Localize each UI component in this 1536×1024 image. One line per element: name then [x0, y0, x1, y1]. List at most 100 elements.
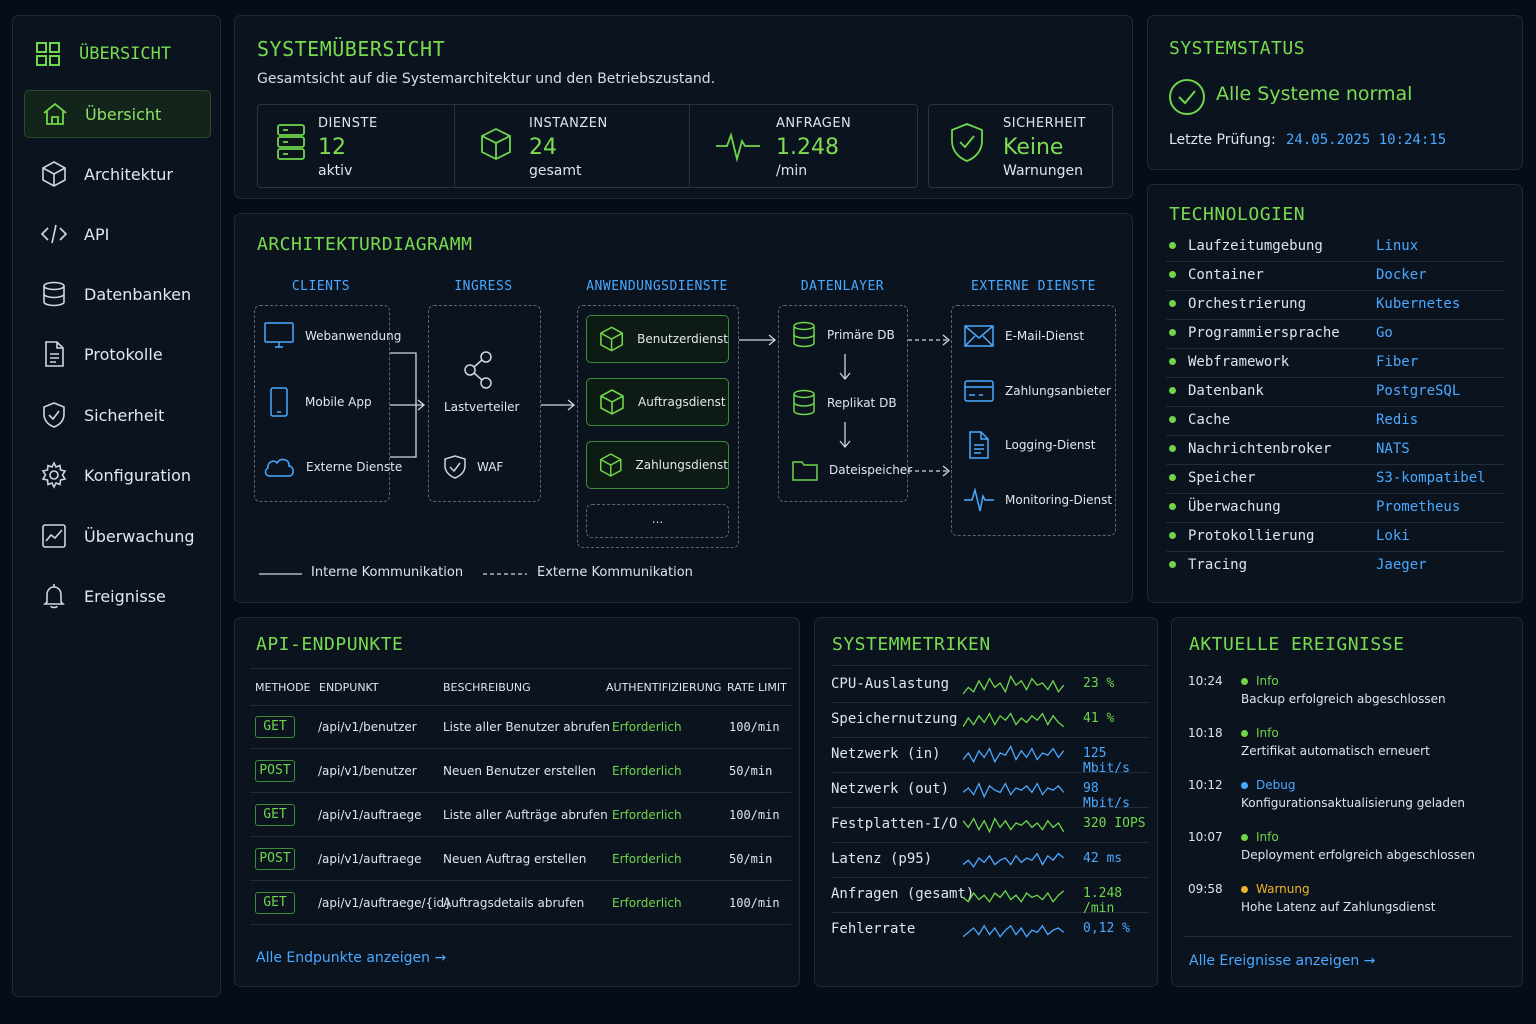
mail-icon: [964, 325, 994, 347]
tech-value[interactable]: Prometheus: [1376, 499, 1461, 515]
pulse-icon: [964, 487, 994, 512]
tech-value[interactable]: PostgreSQL: [1376, 383, 1461, 399]
data-primary-db[interactable]: Primäre DB: [791, 321, 895, 349]
client-webapp[interactable]: Webanwendung: [263, 321, 401, 351]
data-replica-db[interactable]: Replikat DB: [791, 389, 897, 417]
tech-value[interactable]: Linux: [1376, 238, 1419, 254]
metric-name: Fehlerrate: [831, 921, 916, 937]
event-message: Zertifikat automatisch erneuert: [1241, 744, 1430, 758]
sidebar-item-sicherheit[interactable]: Sicherheit: [24, 391, 211, 439]
chart-icon: [42, 524, 66, 548]
service-auftragsdienst[interactable]: Auftragsdienst: [586, 378, 729, 426]
metric-value: 0,12 %: [1083, 921, 1130, 936]
service-benutzerdienst[interactable]: Benutzerdienst: [586, 315, 729, 363]
auth-status: Erforderlich: [612, 808, 682, 822]
tech-key: Container: [1188, 267, 1264, 283]
tech-value[interactable]: Redis: [1376, 412, 1419, 428]
col-header-auth: AUTHENTIFIZIERUNG: [606, 681, 722, 694]
sidebar-item-api[interactable]: API: [24, 210, 211, 258]
event-time: 09:58: [1188, 882, 1223, 896]
client-external[interactable]: Externe Dienste: [262, 454, 402, 480]
event-message: Hohe Latenz auf Zahlungsdienst: [1241, 900, 1436, 914]
cube-icon: [600, 326, 624, 352]
external-email[interactable]: E-Mail-Dienst: [963, 324, 1084, 348]
folder-icon: [792, 461, 818, 481]
sidebar-item-label: Datenbanken: [84, 284, 192, 304]
kpi-label: ANFRAGEN: [776, 116, 852, 131]
data-file-storage[interactable]: Dateispeicher: [791, 458, 912, 482]
sidebar-item-label: Übersicht: [85, 104, 162, 124]
all-events-link[interactable]: Alle Ereignisse anzeigen →: [1189, 953, 1375, 969]
sidebar-item-architektur[interactable]: Architektur: [24, 150, 211, 198]
endpoint-description: Auftragsdetails abrufen: [443, 896, 585, 910]
status-dot-icon: [1241, 730, 1248, 737]
sidebar-item-uebersicht[interactable]: Übersicht: [24, 90, 211, 138]
ingress-waf[interactable]: WAF: [443, 454, 503, 480]
sidebar-item-protokolle[interactable]: Protokolle: [24, 330, 211, 378]
sidebar-item-konfiguration[interactable]: Konfiguration: [24, 451, 211, 499]
tech-value[interactable]: Docker: [1376, 267, 1427, 283]
tech-key: Speicher: [1188, 470, 1256, 486]
event-level: Info: [1256, 726, 1279, 740]
method-badge: POST: [255, 760, 295, 782]
metric-value: 41 %: [1083, 711, 1115, 726]
ingress-loadbalancer[interactable]: Lastverteiler: [444, 400, 520, 414]
sidebar-item-ereignisse[interactable]: Ereignisse: [24, 572, 211, 620]
sidebar-item-ueberwachung[interactable]: Überwachung: [24, 512, 211, 560]
code-icon: [40, 224, 68, 244]
event-message: Deployment erfolgreich abgeschlossen: [1241, 848, 1476, 862]
sidebar-item-datenbanken[interactable]: Datenbanken: [24, 270, 211, 318]
tech-value[interactable]: Fiber: [1376, 354, 1419, 370]
shield-check-icon: [951, 123, 983, 162]
col-header-rate: RATE LIMIT: [727, 681, 787, 694]
event-level: Info: [1256, 830, 1279, 844]
service-more[interactable]: ...: [586, 504, 729, 538]
tech-value[interactable]: Kubernetes: [1376, 296, 1461, 312]
metric-name: CPU-Auslastung: [831, 676, 950, 692]
auth-status: Erforderlich: [612, 852, 682, 866]
node-label: Auftragsdienst: [638, 395, 726, 409]
endpoint-path: /api/v1/benutzer: [318, 764, 417, 778]
status-dot-icon: [1241, 886, 1248, 893]
external-monitoring[interactable]: Monitoring-Dienst: [963, 486, 1112, 514]
kpi-group: DIENSTE 12 aktiv INSTANZEN 24 gesamt ANF…: [257, 104, 918, 188]
external-payment[interactable]: Zahlungsanbieter: [963, 379, 1111, 403]
datalayer-group: [778, 305, 908, 502]
event-time: 10:18: [1188, 726, 1223, 740]
bullet-icon: [1169, 445, 1176, 452]
external-logging[interactable]: Logging-Dienst: [967, 430, 1095, 460]
tech-value[interactable]: Go: [1376, 325, 1393, 341]
tech-value[interactable]: S3-kompatibel: [1376, 470, 1486, 486]
page-title: SYSTEMÜBERSICHT: [257, 37, 446, 61]
tech-value[interactable]: NATS: [1376, 441, 1410, 457]
tech-title: TECHNOLOGIEN: [1169, 204, 1306, 225]
api-title: API-ENDPUNKTE: [256, 634, 404, 655]
client-mobile[interactable]: Mobile App: [269, 386, 372, 418]
metric-name: Latenz (p95): [831, 851, 933, 867]
column-title-clients: CLIENTS: [291, 279, 351, 294]
column-title-services: ANWENDUNGSDIENSTE: [586, 279, 728, 294]
node-label: Lastverteiler: [444, 400, 520, 414]
bullet-icon: [1169, 271, 1176, 278]
node-label: WAF: [477, 460, 504, 474]
service-zahlungsdienst[interactable]: Zahlungsdienst: [586, 441, 729, 489]
tech-value[interactable]: Loki: [1376, 528, 1410, 544]
table-row[interactable]: GET/api/v1/auftraege/{id}Auftragsdetails…: [250, 882, 791, 925]
kpi-unit: Warnungen: [1003, 163, 1084, 179]
kpi-value: 1.248: [776, 135, 839, 160]
tech-value[interactable]: Jaeger: [1376, 557, 1427, 573]
all-endpoints-link[interactable]: Alle Endpunkte anzeigen →: [256, 950, 446, 966]
